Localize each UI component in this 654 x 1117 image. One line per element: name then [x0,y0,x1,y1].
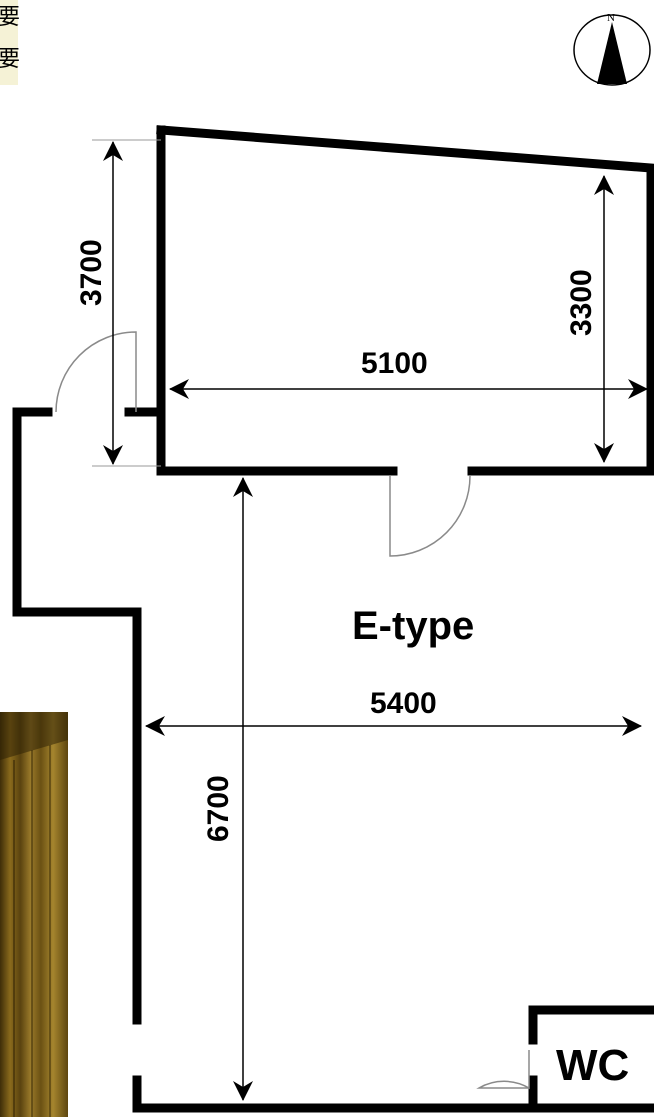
entry-door-swing-icon [55,331,137,413]
dim-label-3700: 3700 [75,239,108,306]
dim-label-6700: 6700 [202,775,235,842]
upper-room-top-wall [156,125,654,476]
walls [12,125,654,1113]
dim-label-5100: 5100 [361,347,428,380]
dimension-lines [103,141,648,1101]
north-compass-icon: N [573,12,651,86]
room-type-label: E-type [352,604,474,648]
compass-n-label: N [607,12,615,24]
wc-top-wall [528,1005,654,1045]
header-char-2: 要 [0,47,20,72]
extension-lines [92,139,161,467]
wood-panel-photo [0,712,68,1117]
header-highlight [0,0,18,85]
dim-label-5400: 5400 [370,687,437,720]
room-door-swing-icon [389,475,471,557]
dim-label-3300: 3300 [565,269,598,336]
main-room-left-wall [12,407,142,1025]
wc-label: WC [556,1041,629,1090]
header-char-1: 要 [0,5,20,30]
door-swings [55,331,530,1090]
wc-door-swing-icon [476,1050,530,1090]
